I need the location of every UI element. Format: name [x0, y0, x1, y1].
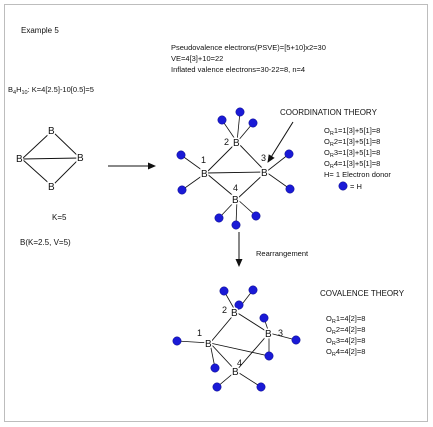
coord-bond-2-1 [205, 141, 238, 174]
cov-hydrogen [264, 351, 274, 361]
psve-line: Pseudovalence electrons(PSVE)=[5+10]x2=3… [171, 43, 326, 52]
coord-bh-2b [236, 111, 241, 143]
simple-b4-structure: B B B B [15, 125, 86, 195]
coord-hydrogen [251, 211, 261, 221]
coord-bh-3b [265, 171, 291, 190]
cov-hydrogen [212, 382, 222, 392]
coord-hydrogen [248, 118, 258, 128]
simple-bond-bottom-left [21, 158, 53, 187]
coord-or-line-1: OR1=1[3]+5[1]=8 [324, 126, 380, 137]
coord-bond-3-4 [236, 171, 267, 200]
coord-or-line-4: OR4=1[3]+5[1]=8 [324, 159, 380, 170]
coord-number-4: 4 [233, 183, 238, 193]
coordination-pointer-arrow [267, 121, 294, 163]
cov-hydrogen [256, 382, 266, 392]
coord-number-3: 3 [261, 153, 266, 163]
cov-hydrogen [248, 285, 258, 295]
formula-mid: H [16, 85, 21, 94]
coord-hydrogen [217, 115, 227, 125]
coord-bh-1b [181, 172, 207, 191]
simple-atom-right: B [77, 153, 84, 164]
coord-hydrogen [284, 149, 294, 159]
coord-atom-4: B [232, 195, 239, 206]
coord-hydrogen [231, 220, 241, 230]
figure-border [4, 4, 428, 422]
example-label: Example 5 [21, 26, 59, 35]
ve-line: VE=4[3]+10=22 [171, 54, 223, 63]
cov-bond-1-4 [209, 342, 237, 372]
coord-or-line-3: OR3=1[3]+5[1]=8 [324, 148, 380, 159]
cov-hydrogen [172, 336, 182, 346]
cov-number-2: 2 [222, 305, 227, 315]
coord-hydrogen [214, 213, 224, 223]
coordination-structure: B B B B 1 2 3 4 [176, 107, 295, 230]
coordination-title: COORDINATION THEORY [280, 108, 378, 117]
cov-hydrogen [291, 335, 301, 345]
formula-prefix: B [8, 85, 13, 94]
cov-number-1: 1 [197, 328, 202, 338]
coord-or-line-2: OR2=1[3]+5[1]=8 [324, 137, 380, 148]
covalence-or-list: OR1=4[2]=8 OR2=4[2]=8 OR3=4[2]=8 OR4=4[2… [326, 314, 365, 358]
cov-atom-2: B [231, 308, 238, 319]
cov-bond-2-1 [209, 311, 237, 344]
cov-or-line-4: OR4=4[2]=8 [326, 347, 365, 358]
simple-atom-bottom: B [48, 182, 55, 193]
cov-bh-4b [235, 370, 262, 388]
cov-number-4: 4 [237, 358, 242, 368]
cov-hydrogen [234, 300, 244, 310]
bk-label: B(K=2.5, V=5) [20, 238, 71, 247]
cov-bond-2-3 [235, 311, 270, 334]
coord-hydrogen [176, 150, 186, 160]
coord-number-1: 1 [201, 155, 206, 165]
covalence-title: COVALENCE THEORY [320, 289, 405, 298]
cov-bh-3a [268, 332, 297, 341]
coord-bh-3a [265, 153, 290, 173]
simple-bond-bottom-right [51, 157, 81, 187]
cov-hydrogen [210, 363, 220, 373]
cov-atom-3: B [265, 329, 272, 340]
legend-hydrogen-text: = H [350, 182, 362, 191]
covalence-structure: B B B B 1 2 3 4 [172, 285, 301, 392]
cov-number-3: 3 [278, 328, 283, 338]
coord-atom-3: B [261, 168, 268, 179]
coord-bh-1a [180, 154, 207, 174]
cov-hydrogen [219, 286, 229, 296]
cov-or-line-2: OR2=4[2]=8 [326, 325, 365, 336]
coord-hydrogen [177, 185, 187, 195]
cov-hydrogen [259, 313, 269, 323]
simple-atom-top: B [48, 126, 55, 137]
coord-bond-1-3 [205, 171, 267, 174]
cov-bridge-a [209, 342, 270, 357]
inflated-line: Inflated valence electrons=30-22=8, n=4 [171, 65, 305, 74]
coord-bond-2-3 [236, 141, 267, 173]
simple-bond-middle [21, 157, 81, 160]
cov-atom-4: B [232, 367, 239, 378]
electron-donor-line: H= 1 Electron donor [324, 170, 391, 179]
coord-number-2: 2 [224, 137, 229, 147]
cov-atom-1: B [205, 339, 212, 350]
formula-sub-1: 4 [13, 90, 16, 96]
formula-sub-2: 10 [22, 90, 28, 96]
coord-hydrogen [285, 184, 295, 194]
simple-bond-top-left [21, 130, 53, 160]
k-label: K=5 [52, 213, 67, 222]
borane-formula: B4H10: K=4[2.5]-10[0.5]=5 [8, 85, 94, 96]
coordination-or-list: OR1=1[3]+5[1]=8 OR2=1[3]+5[1]=8 OR3=1[3]… [324, 126, 391, 191]
rearrangement-label: Rearrangement [256, 249, 309, 258]
cov-or-line-3: OR3=4[2]=8 [326, 336, 365, 347]
simple-atom-left: B [16, 154, 23, 165]
cov-bh-1a [176, 340, 211, 344]
simple-bond-top-right [51, 130, 81, 159]
coord-atom-2: B [233, 138, 240, 149]
coord-bond-1-4 [205, 172, 238, 200]
cov-or-line-1: OR1=4[2]=8 [326, 314, 365, 325]
legend-hydrogen-dot [338, 181, 348, 191]
coord-hydrogen [235, 107, 245, 117]
coord-atom-1: B [201, 169, 208, 180]
formula-rest: : K=4[2.5]-10[0.5]=5 [28, 85, 94, 94]
